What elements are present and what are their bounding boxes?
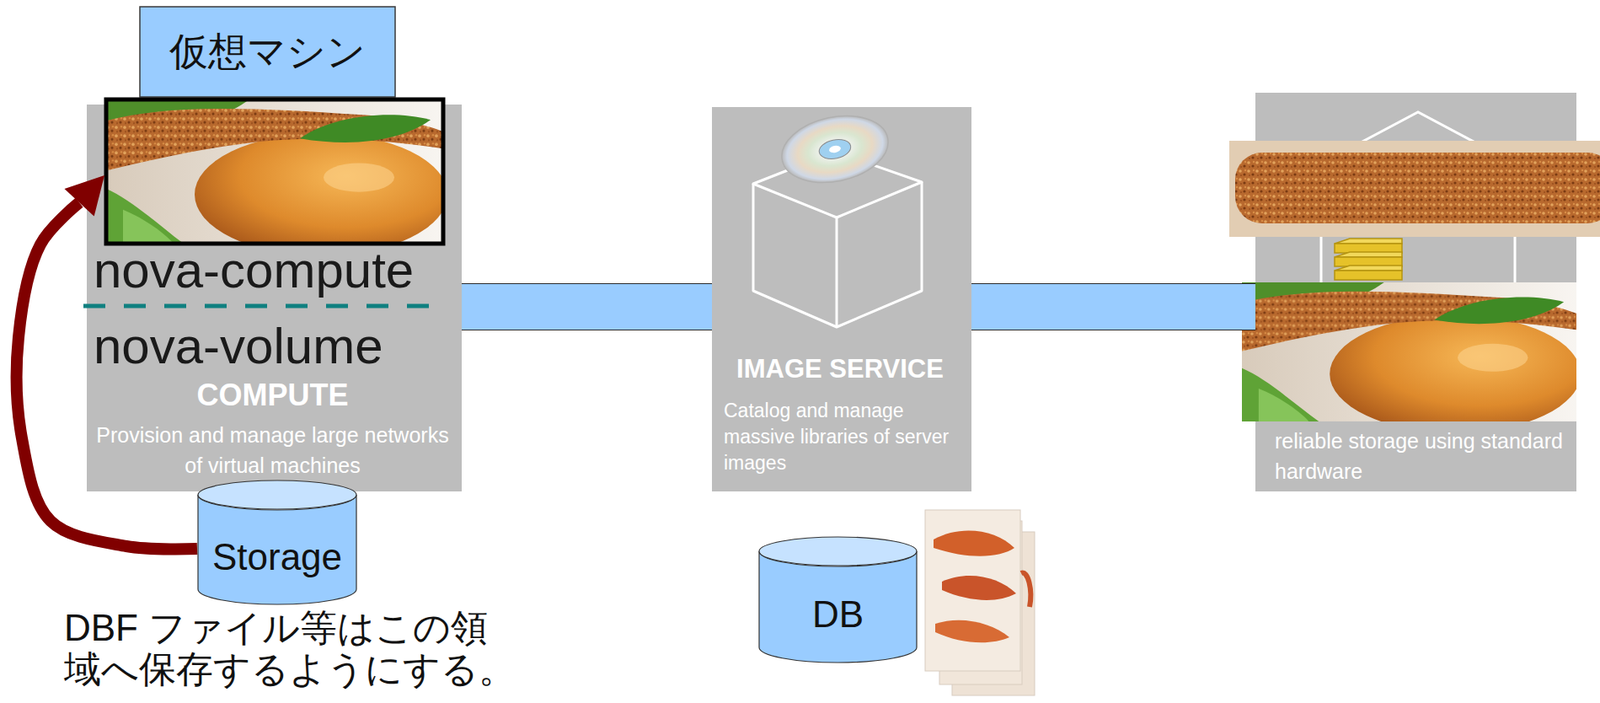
band-outline bbox=[971, 283, 1256, 331]
data-flow-band bbox=[461, 306, 712, 308]
connector-line bbox=[461, 283, 712, 330]
vm-title: 仮想マシン bbox=[139, 6, 396, 97]
cutlet-photo bbox=[1229, 140, 1600, 237]
note: DBF ファイル等はこの領 域へ保存するようにする。 bbox=[64, 606, 570, 690]
object-storage-panel: reliable storage using standard hardware bbox=[1255, 92, 1577, 492]
vm-box: 仮想マシン bbox=[104, 6, 445, 246]
panel-description: Provision and manage large networks of v… bbox=[95, 419, 450, 481]
storage-label: Storage bbox=[197, 513, 358, 601]
database-label: DB bbox=[758, 569, 918, 659]
image-service-panel-shape bbox=[711, 107, 972, 492]
cylinder-body bbox=[759, 551, 917, 663]
component-name: nova-compute bbox=[93, 244, 455, 297]
panel-title: COMPUTE bbox=[86, 377, 459, 413]
data-flow-band bbox=[971, 306, 1256, 308]
connector-line bbox=[971, 283, 1256, 330]
sandwich-photo bbox=[106, 99, 448, 256]
sandwich-photo bbox=[1241, 282, 1581, 433]
panel-description: Catalog and manage massive libraries of … bbox=[723, 397, 964, 477]
divider-line bbox=[83, 304, 439, 309]
cylinder-body bbox=[197, 494, 357, 605]
component-name: nova-volume bbox=[93, 320, 455, 373]
disc-icon bbox=[775, 107, 894, 193]
shrimp-photos bbox=[925, 509, 1035, 696]
vm-box-shape bbox=[139, 6, 396, 97]
storage-cylinder: Storage bbox=[197, 479, 361, 605]
cylinder-top bbox=[759, 536, 917, 566]
panel-description: reliable storage using standard hardware bbox=[1274, 425, 1570, 487]
compute-panel: nova-compute nova-volumeCOMPUTE Provision … bbox=[86, 104, 462, 492]
database-cylinder: DB bbox=[758, 535, 921, 664]
cylinder-top bbox=[197, 480, 357, 509]
disk-stack-icon bbox=[1334, 238, 1403, 280]
image-service-panel: IMAGE SERVICE Catalog and manage massive … bbox=[711, 107, 972, 492]
arrow-head bbox=[64, 175, 105, 217]
panel-title: IMAGE SERVICE bbox=[711, 352, 969, 386]
band-outline bbox=[461, 283, 712, 331]
